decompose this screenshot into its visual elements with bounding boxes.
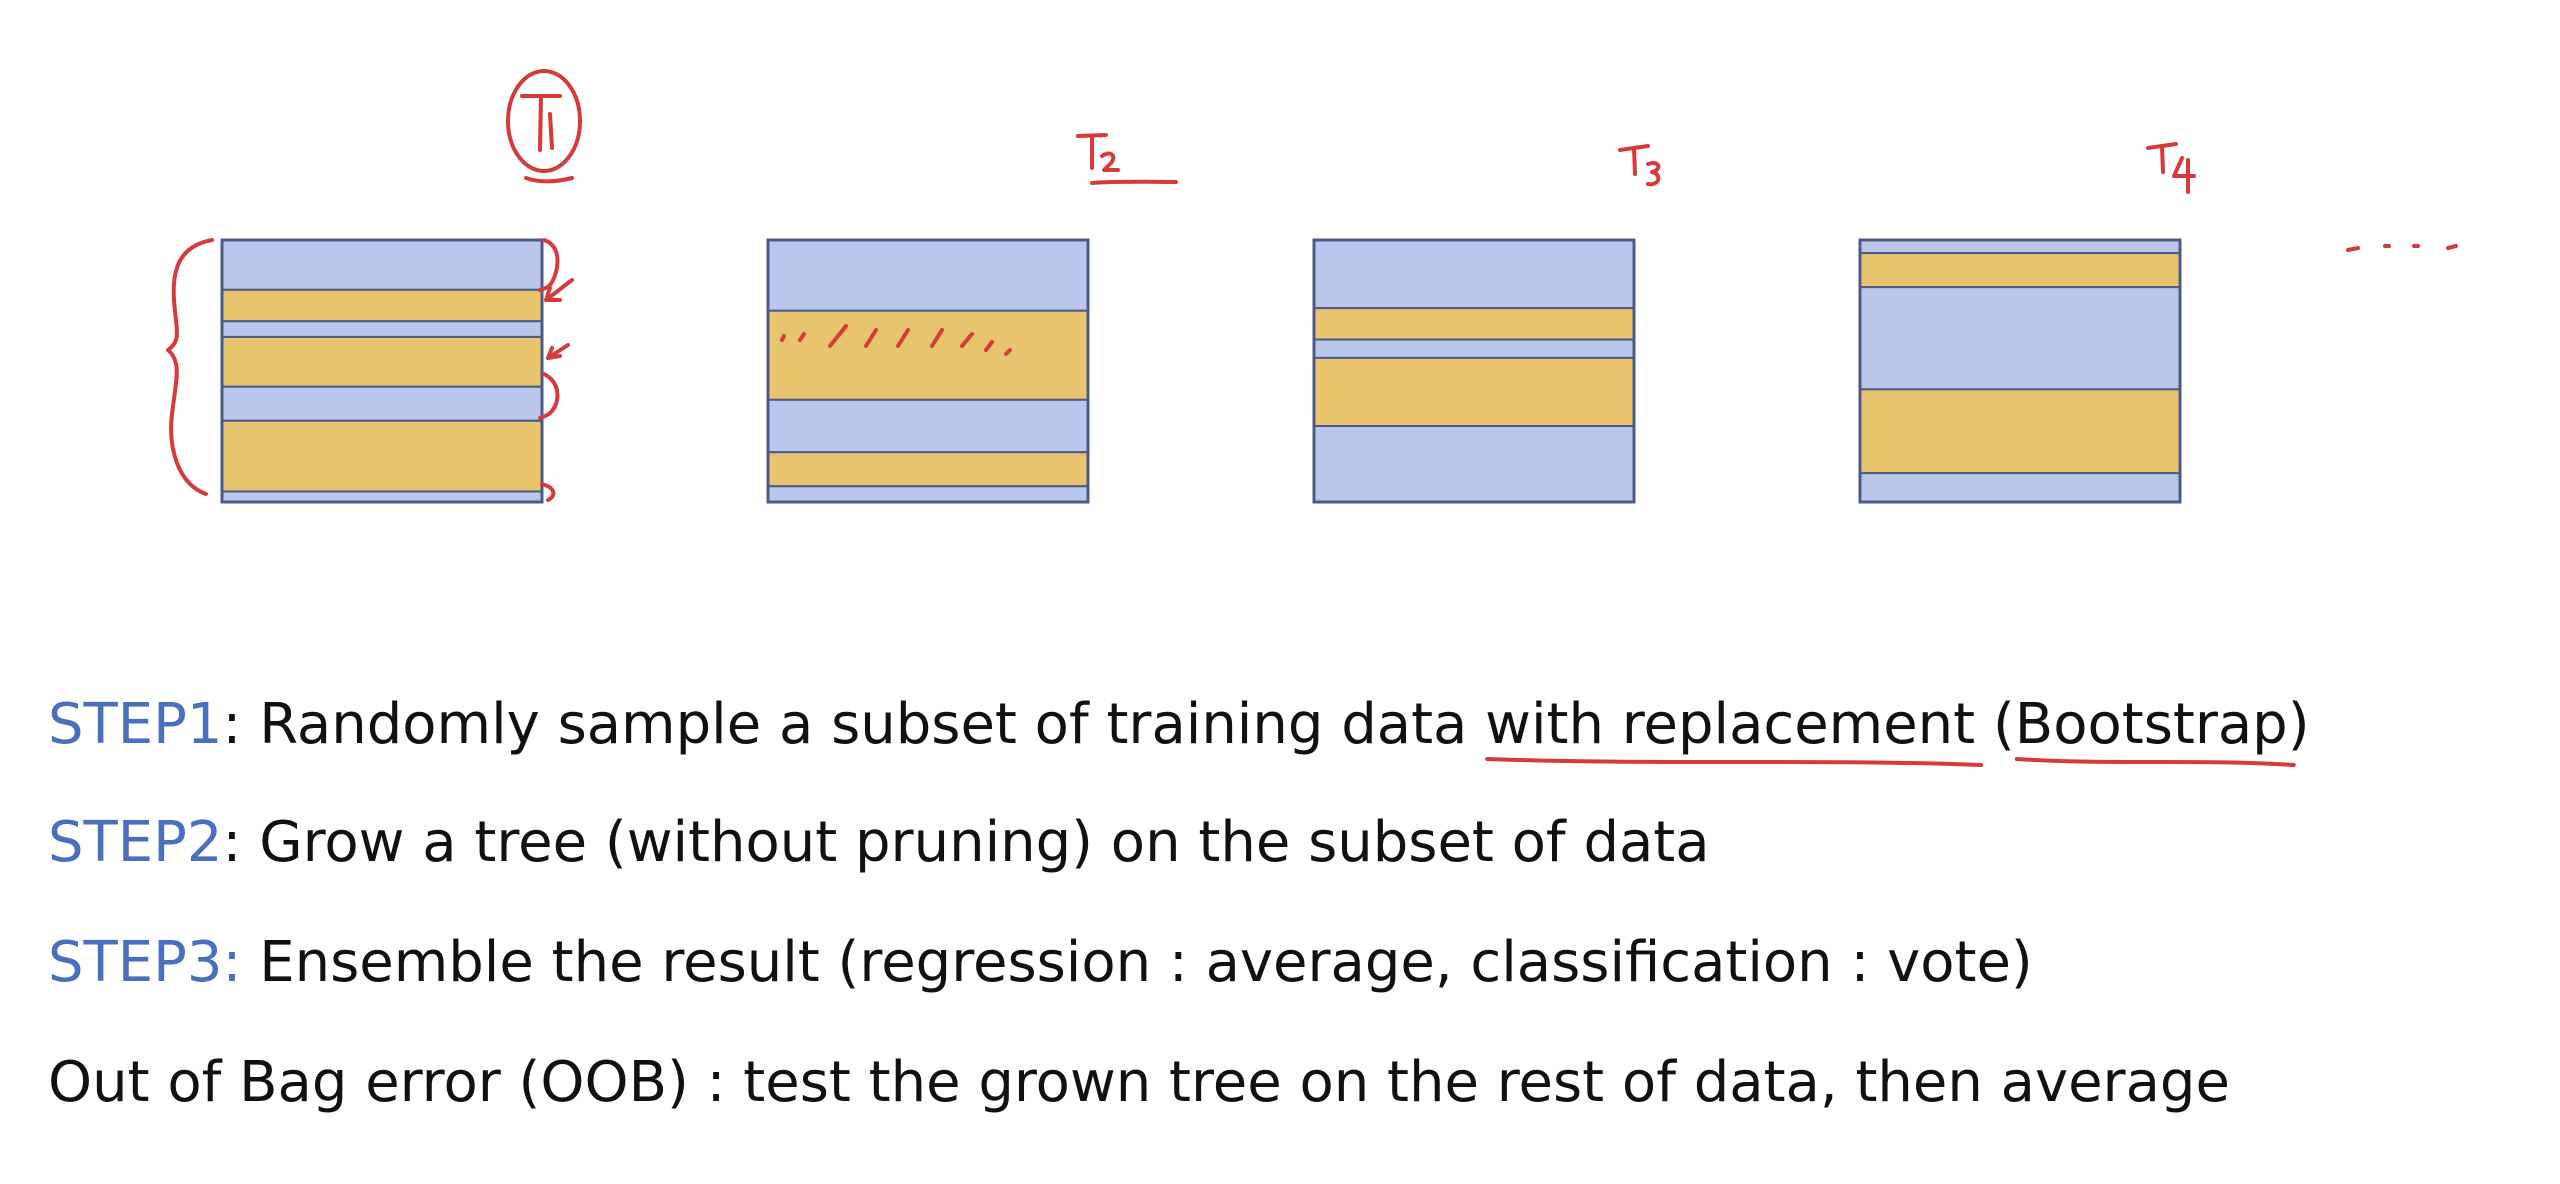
in-bag-band-4	[767, 451, 1089, 488]
tree-boxes	[220, 238, 2182, 504]
bootstrap-diagram	[166, 69, 2458, 504]
t2-label-mark	[1076, 133, 1120, 172]
t4-label-mark	[2146, 142, 2196, 194]
t1-underline-mark	[524, 176, 574, 184]
sample-box-frame	[220, 238, 544, 504]
step2-line: STEP2: Grow a tree (without pruning) on …	[48, 810, 1710, 875]
sample-box-1	[220, 238, 544, 504]
t1-right-brace-2	[538, 372, 560, 420]
oob-text: Out of Bag error (OOB) : test the grown …	[48, 1050, 2230, 1115]
step1-text-a: : Randomly sample a subset of training d…	[222, 692, 1486, 757]
out-of-bag-band-5	[767, 485, 1089, 503]
t1-circle-mark	[506, 69, 582, 173]
t1-right-brace-3	[540, 482, 556, 502]
t2-hatch-marks	[780, 324, 1012, 356]
out-of-bag-band-3	[221, 320, 543, 338]
in-bag-band-2	[767, 309, 1089, 401]
out-of-bag-band-3	[767, 398, 1089, 454]
out-of-bag-band-7	[221, 490, 543, 503]
step1-line: STEP1: Randomly sample a subset of train…	[48, 692, 2310, 757]
out-of-bag-band-5	[221, 385, 543, 422]
t2-underline-mark	[1090, 179, 1178, 185]
handwritten-annotations	[166, 69, 2458, 502]
step3-label: STEP3:	[48, 930, 242, 995]
step1-underlined-replacement: with replacement	[1485, 692, 1976, 757]
sample-box-3	[1312, 238, 1636, 504]
out-of-bag-band-3	[1859, 286, 2181, 391]
in-bag-band-2	[1859, 252, 2181, 289]
sample-box-2	[766, 238, 1090, 504]
step1-underlined-bootstrap: Bootstrap	[2014, 692, 2288, 757]
out-of-bag-band-1	[1859, 239, 2181, 255]
oob-line: Out of Bag error (OOB) : test the grown …	[48, 1050, 2230, 1115]
in-bag-band-4	[1313, 356, 1635, 428]
in-bag-band-4	[1859, 388, 2181, 475]
ellipsis-mark	[2346, 244, 2458, 252]
t3-label-mark	[1618, 144, 1661, 187]
replacement-underline-mark	[1485, 757, 1984, 767]
step1-text-c: )	[2287, 692, 2310, 757]
t1-right-brace-1	[538, 238, 560, 292]
t1-arrow-2	[546, 343, 570, 360]
step3-line: STEP3: Ensemble the result (regression :…	[48, 930, 2033, 995]
dataset-brace	[166, 238, 214, 496]
sample-box-frame	[1312, 238, 1636, 504]
sample-box-frame	[766, 238, 1090, 504]
out-of-bag-band-5	[1859, 472, 2181, 503]
t1-arrow-1	[544, 278, 574, 302]
in-bag-band-4	[221, 335, 543, 388]
out-of-bag-band-1	[767, 239, 1089, 312]
in-bag-band-6	[221, 419, 543, 493]
out-of-bag-band-5	[1313, 425, 1635, 503]
step2-text: : Grow a tree (without pruning) on the s…	[222, 810, 1710, 875]
bootstrap-underline-mark	[2014, 757, 2296, 767]
in-bag-band-2	[221, 288, 543, 323]
out-of-bag-band-1	[221, 239, 543, 291]
step3-text: Ensemble the result (regression : averag…	[241, 930, 2033, 995]
t1-label-mark	[520, 94, 562, 152]
step1-text-b: (	[1975, 692, 2015, 757]
in-bag-band-2	[1313, 307, 1635, 341]
sample-box-4	[1858, 238, 2182, 504]
step1-label: STEP1	[48, 692, 223, 757]
step2-label: STEP2	[48, 810, 223, 875]
sample-box-frame	[1858, 238, 2182, 504]
out-of-bag-band-1	[1313, 239, 1635, 310]
out-of-bag-band-3	[1313, 338, 1635, 359]
